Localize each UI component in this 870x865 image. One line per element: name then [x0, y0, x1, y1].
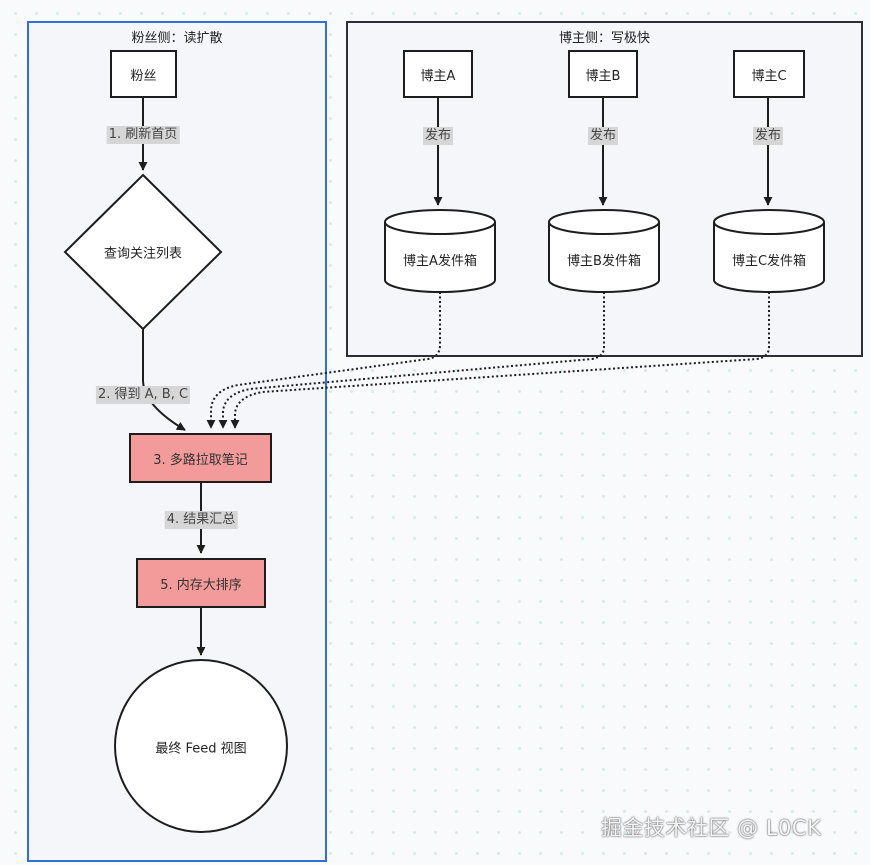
blogger-a-node: 博主A [403, 50, 473, 98]
edge-outbox-a-to-pull [206, 292, 441, 429]
query-follow-list-node: 查询关注列表 [103, 246, 183, 262]
final-feed-node: 最终 Feed 视图 [155, 741, 247, 757]
outbox-a-cylinder-shape [384, 209, 496, 293]
watermark: 掘金技术社区 @ L0CK [601, 816, 822, 840]
fan-lane-title: 粉丝侧：读扩散 [131, 31, 223, 46]
outbox-a-label: 博主A发件箱 [403, 254, 477, 269]
edge-label-publish-b: 发布 [587, 127, 619, 145]
outbox-b-label: 博主B发件箱 [567, 254, 641, 269]
outbox-b-cylinder-shape [548, 209, 660, 293]
outbox-c-cylinder-shape [713, 209, 825, 293]
edge-label-aggregate: 4. 结果汇总 [164, 511, 238, 529]
multi-pull-notes-node: 3. 多路拉取笔记 [129, 433, 272, 483]
blogger-lane-title: 博主侧：写极快 [558, 31, 650, 46]
edge-query-to-pull [142, 329, 186, 431]
fan-node: 粉丝 [110, 50, 177, 98]
edge-label-get-abc: 2. 得到 A, B, C [95, 386, 191, 404]
blogger-b-node: 博主B [568, 50, 638, 98]
edge-label-refresh-home: 1. 刷新首页 [106, 126, 180, 144]
memory-sort-node: 5. 内存大排序 [136, 558, 266, 608]
final-feed-circle-shape [114, 659, 288, 833]
blogger-c-node: 博主C [733, 50, 805, 98]
edge-label-publish-a: 发布 [422, 127, 454, 145]
edge-outbox-b-to-pull [218, 292, 605, 429]
edge-label-publish-c: 发布 [752, 127, 784, 145]
outbox-c-label: 博主C发件箱 [731, 254, 807, 269]
edge-outbox-c-to-pull [230, 292, 770, 429]
